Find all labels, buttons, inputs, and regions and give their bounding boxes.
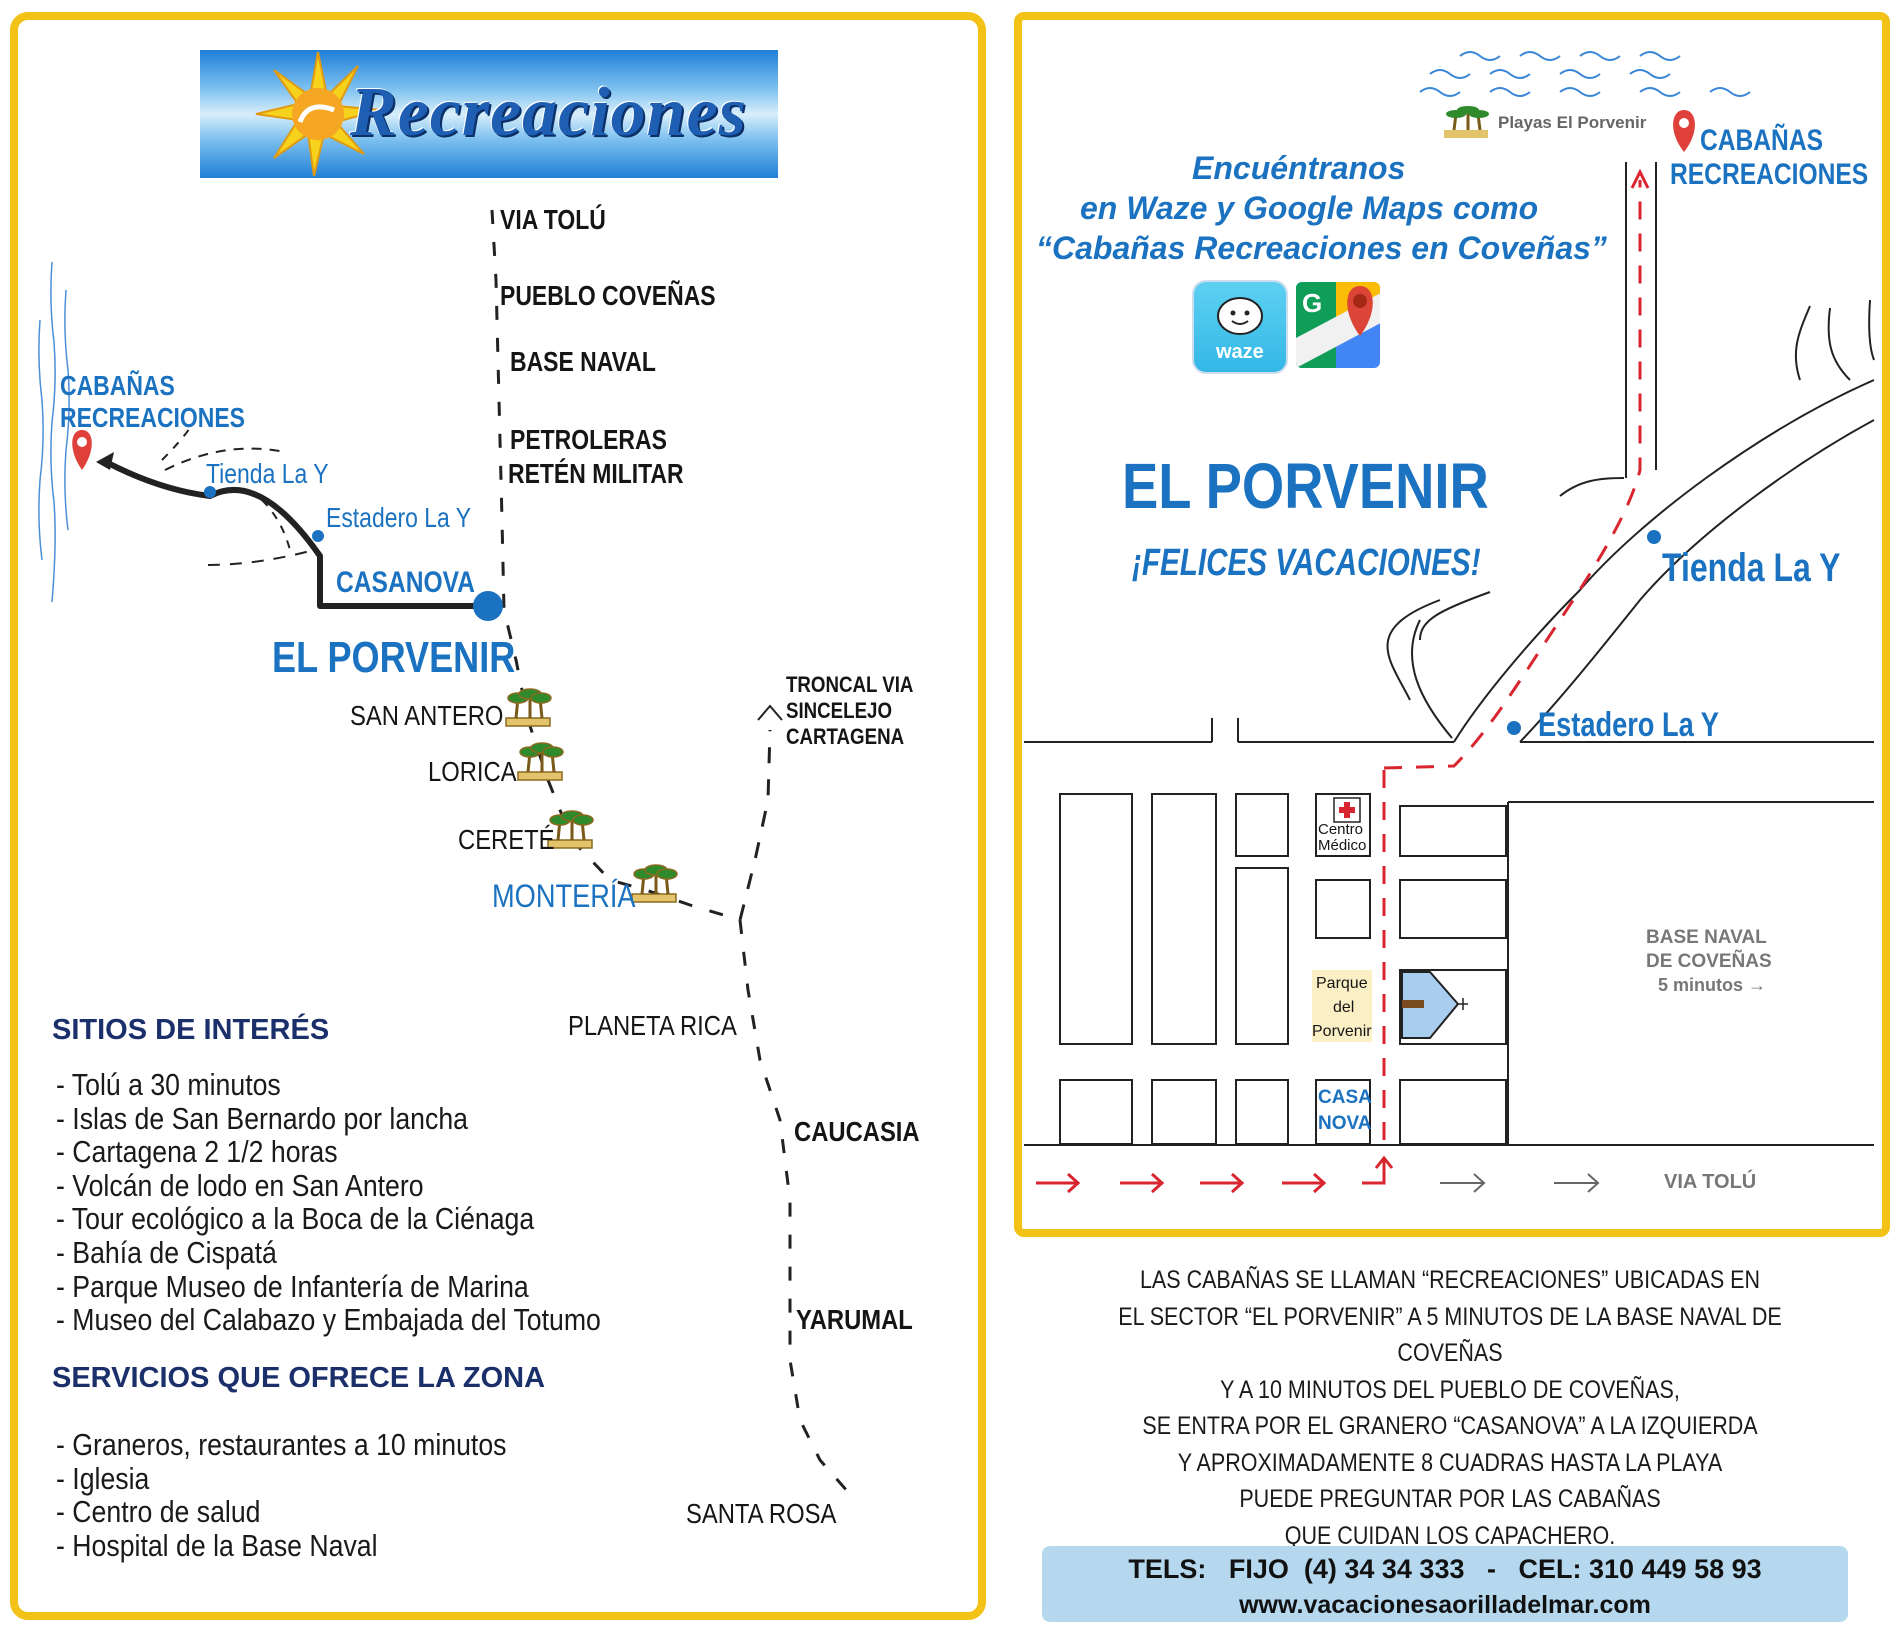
cabanas-label: CABAÑAS	[60, 370, 175, 401]
sitio-item: - Tolú a 30 minutos	[56, 1067, 281, 1102]
route-label-reten-militar: RETÉN MILITAR	[508, 458, 684, 489]
troncal-label-2: SINCELEJO	[786, 698, 892, 723]
troncal-label-1: TRONCAL VIA	[786, 672, 914, 697]
servicios-heading: SERVICIOS QUE OFRECE LA ZONA	[52, 1362, 546, 1394]
town-san-antero: SAN ANTERO	[350, 700, 504, 731]
palm-tree-icon	[1444, 106, 1489, 138]
find-us-line-2: en Waze y Google Maps como	[1080, 190, 1539, 226]
town-monteria: MONTERÍA	[492, 878, 636, 914]
sitio-item: - Bahía de Cispatá	[56, 1234, 277, 1270]
town-lorica: LORICA	[428, 756, 517, 787]
waze-app-icon: waze	[1192, 280, 1288, 374]
felices-vacaciones: ¡FELICES VACACIONES!	[1132, 542, 1481, 584]
parque-label-2: del	[1333, 999, 1355, 1016]
casanova-label: CASANOVA	[336, 566, 475, 599]
town-planeta-rica: PLANETA RICA	[568, 1010, 737, 1041]
directions-line: QUE CUIDAN LOS CAPACHERO.	[1284, 1521, 1616, 1550]
base-naval-label-3: 5 minutos →	[1658, 975, 1767, 995]
sitio-item: - Parque Museo de Infantería de Marina	[56, 1268, 529, 1304]
grey-arrows	[1440, 1173, 1600, 1193]
tienda-la-y-label: Tienda La Y	[206, 458, 329, 489]
town-caucasia: CAUCASIA	[794, 1116, 920, 1147]
location-pin-icon	[1673, 110, 1695, 152]
directions-line: Y A 10 MINUTOS DEL PUEBLO DE COVEÑAS,	[1220, 1375, 1680, 1404]
sitio-item: - Cartagena 2 1/2 horas	[56, 1134, 338, 1170]
sitio-item: - Tour ecológico a la Boca de la Ciénaga	[56, 1201, 535, 1237]
sea-waves-icon	[1419, 51, 1751, 97]
left-map-panel	[10, 12, 986, 1620]
servicio-item: - Centro de salud	[56, 1494, 261, 1530]
sitios-list: - Tolú a 30 minutos - Islas de San Berna…	[56, 1068, 690, 1337]
find-us-line-1: Encuéntranos	[1192, 150, 1406, 186]
parque-label-1: Parque	[1316, 975, 1368, 992]
sitio-item: - Islas de San Bernardo por lancha	[56, 1100, 468, 1136]
route-label-via-tolu: VIA TOLÚ	[500, 204, 606, 235]
centro-medico-label-2: Médico	[1318, 837, 1367, 854]
google-g-label: G	[1302, 288, 1323, 318]
medical-cross-icon	[1333, 797, 1361, 823]
base-naval-label-2: DE COVEÑAS	[1646, 951, 1772, 972]
town-yarumal: YARUMAL	[796, 1304, 913, 1335]
servicio-item: - Graneros, restaurantes a 10 minutos	[56, 1427, 507, 1462]
contact-website[interactable]: www.vacacionesaorilladelmar.com	[1239, 1591, 1651, 1619]
sitios-heading: SITIOS DE INTERÉS	[52, 1014, 330, 1046]
servicios-list: - Graneros, restaurantes a 10 minutos - …	[56, 1428, 580, 1562]
palm-tree-icons	[505, 688, 678, 903]
beach-label: Playas El Porvenir	[1498, 113, 1647, 132]
base-naval-label-1: BASE NAVAL	[1646, 927, 1767, 948]
town-santa-rosa: SANTA ROSA	[686, 1498, 837, 1529]
troncal-label-3: CARTAGENA	[786, 724, 905, 749]
contact-box: TELS: FIJO (4) 34 34 333 - CEL: 310 449 …	[1042, 1546, 1848, 1622]
centro-medico-label-1: Centro	[1318, 821, 1364, 838]
sun-icon	[255, 51, 381, 177]
recreaciones-label: RECREACIONES	[60, 402, 245, 433]
sitio-item: - Volcán de lodo en San Antero	[56, 1167, 424, 1203]
casanova-block-label-1: CASA	[1318, 1087, 1372, 1108]
right-via-tolu-label: VIA TOLÚ	[1664, 1171, 1757, 1193]
right-estadero-label: Estadero La Y	[1538, 706, 1719, 744]
route-label-base-naval: BASE NAVAL	[510, 346, 656, 377]
right-tienda-label: Tienda La Y	[1662, 546, 1841, 590]
right-el-porvenir-title: EL PORVENIR	[1122, 450, 1489, 522]
logo-text: Recreaciones	[350, 74, 747, 151]
servicio-item: - Hospital de la Base Naval	[56, 1527, 378, 1563]
directions-line: EL SECTOR “EL PORVENIR” A 5 MINUTOS DE L…	[1118, 1302, 1782, 1368]
waze-face-icon	[1217, 297, 1263, 335]
location-pin-icon	[72, 430, 92, 470]
google-maps-app-icon: G	[1296, 282, 1380, 368]
town-cerete: CERETÉ	[458, 824, 555, 855]
directions-line: Y APROXIMADAMENTE 8 CUADRAS HASTA LA PLA…	[1177, 1448, 1723, 1477]
right-map-panel	[1014, 12, 1890, 1237]
route-label-petroleras: PETROLERAS	[510, 424, 667, 455]
parque-area	[1312, 970, 1372, 1042]
route-label-pueblo-covenas: PUEBLO COVEÑAS	[500, 280, 716, 311]
sitio-item: - Museo del Calabazo y Embajada del Totu…	[56, 1302, 601, 1338]
directions-line: SE ENTRA POR EL GRANERO “CASANOVA” A LA …	[1142, 1412, 1758, 1440]
parque-label-3: Porvenir	[1312, 1023, 1372, 1040]
waze-label: waze	[1216, 341, 1264, 363]
coast-waves-left	[38, 261, 70, 603]
right-recreaciones-label: RECREACIONES	[1670, 158, 1869, 191]
find-us-line-3: “Cabañas Recreaciones en Coveñas”	[1036, 230, 1607, 266]
servicio-item: - Iglesia	[56, 1460, 150, 1496]
directions-line: LAS CABAÑAS SE LLAMAN “RECREACIONES” UBI…	[1139, 1266, 1761, 1294]
recreaciones-logo-banner: Recreaciones	[200, 50, 778, 178]
contact-phones: TELS: FIJO (4) 34 34 333 - CEL: 310 449 …	[1128, 1554, 1762, 1584]
map-pin-icon	[1347, 286, 1373, 336]
church-icon	[1401, 971, 1468, 1039]
directions-line: PUEDE PREGUNTAR POR LAS CABAÑAS	[1239, 1485, 1661, 1513]
estadero-la-y-label: Estadero La Y	[326, 502, 472, 533]
el-porvenir-label: EL PORVENIR	[272, 633, 516, 682]
right-cabanas-label: CABAÑAS	[1700, 124, 1823, 157]
red-arrows	[1036, 1155, 1394, 1194]
casanova-block-label-2: NOVA	[1318, 1113, 1372, 1134]
directions-text: LAS CABAÑAS SE LLAMAN “RECREACIONES” UBI…	[1040, 1262, 1860, 1554]
